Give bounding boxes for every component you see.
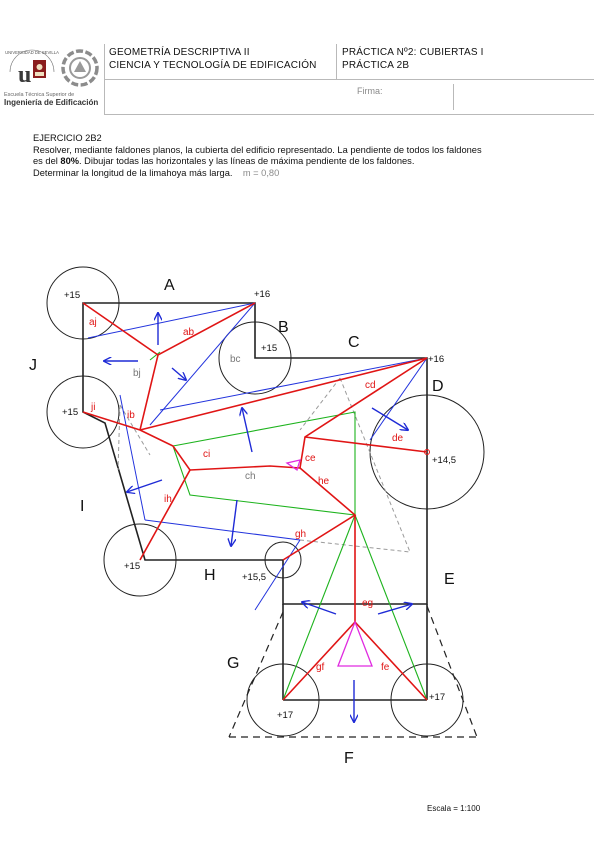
exercise-title: EJERCICIO 2B2: [33, 133, 102, 143]
header-divider: [104, 79, 594, 80]
edge-label: ce: [305, 453, 316, 464]
header-divider: [336, 44, 337, 79]
edge-label: he: [318, 476, 330, 487]
exercise-line2: es del 80%. Dibujar todas las horizontal…: [33, 156, 589, 168]
dashed-extension: [228, 605, 478, 738]
svg-text:u: u: [18, 62, 31, 88]
construction-lines: [117, 377, 411, 553]
edge-label: ji: [90, 402, 95, 413]
facade-letter: G: [227, 655, 239, 672]
height-circle: [390, 663, 464, 737]
height-circle: [218, 321, 292, 395]
edge-label: cd: [365, 380, 376, 391]
height-circle: [246, 663, 320, 737]
facade-letter: J: [29, 357, 37, 374]
exercise-line2-end: . Dibujar todas las horizontales y las l…: [79, 156, 415, 167]
valley-lines: [285, 459, 373, 667]
ridge-hip-lines: [82, 302, 428, 701]
height-circle: [46, 266, 120, 340]
height-circle: [46, 375, 120, 449]
slope-arrow-icon: [127, 479, 163, 492]
slope-arrow-icon: [231, 499, 238, 546]
facade-letter: I: [80, 498, 84, 515]
facade-letter: H: [204, 567, 216, 584]
height-label: +15: [64, 290, 80, 301]
school-name-line1: Escuela Técnica Superior de: [4, 92, 75, 98]
school-name: Escuela Técnica Superior de Ingeniería d…: [4, 92, 98, 107]
edge-label: ih: [164, 494, 172, 505]
facade-letter: E: [444, 571, 455, 588]
signature-label: Firma:: [357, 86, 383, 96]
max-slope-arrows: [104, 313, 412, 722]
height-label: +15: [62, 407, 78, 418]
height-label: +17: [429, 692, 445, 703]
slope-arrow-icon: [242, 408, 253, 453]
facade-letters: A B C D E F G H I J: [29, 277, 455, 767]
edge-label: eg: [362, 598, 373, 609]
edge-label: aj: [89, 317, 97, 328]
logo-lettering: UNIVERSIDAD DE SEVILLA: [5, 50, 59, 55]
slope-note: m = 0,80: [242, 167, 280, 178]
edge-label: fe: [381, 662, 390, 673]
height-circles: [46, 266, 485, 737]
building-outline: [82, 302, 428, 605]
height-labels: +15 +16 +15 +16 +14,5 +15 +15,5 +17 +17 …: [62, 289, 456, 721]
practice-line1: PRÁCTICA Nº2: CUBIERTAS I: [342, 47, 484, 58]
edge-label: gh: [295, 529, 306, 540]
edge-label: ib: [127, 410, 135, 421]
course-line2: CIENCIA Y TECNOLOGÍA DE EDIFICACIÓN: [109, 60, 317, 71]
exercise-line3: Determinar la longitud de la limahoya má…: [33, 168, 589, 180]
slope-arrow-icon: [371, 407, 408, 430]
header-divider: [453, 84, 454, 110]
edge-label: ci: [203, 449, 210, 460]
exercise-line2-start: es del: [33, 156, 61, 167]
apex-point: [424, 449, 430, 455]
slope-percent: 80%: [60, 156, 80, 167]
lower-wing-outline: [282, 604, 428, 701]
facade-letter: F: [344, 750, 354, 767]
practice-title: PRÁCTICA Nº2: CUBIERTAS I PRÁCTICA 2B: [342, 46, 484, 72]
edge-labels: aj ab bc bj cd de ji ib ci ce ch he ih g…: [89, 317, 404, 673]
edge-label: bc: [230, 354, 241, 365]
height-label: +14,5: [432, 455, 456, 466]
edge-label: ab: [183, 327, 195, 338]
facade-letter: C: [348, 334, 360, 351]
height-label: +16: [254, 289, 270, 300]
slope-arrow-icon: [377, 604, 412, 615]
height-label: +15: [124, 561, 140, 572]
edge-label: gf: [316, 662, 325, 673]
facade-letter: D: [432, 378, 444, 395]
height-label: +15: [261, 343, 277, 354]
height-label: +15,5: [242, 572, 266, 583]
header-divider: [104, 114, 594, 115]
facade-letter: A: [164, 277, 175, 294]
exercise-line1: Resolver, mediante faldones planos, la c…: [33, 144, 482, 155]
course-title: GEOMETRÍA DESCRIPTIVA II CIENCIA Y TECNO…: [109, 46, 317, 72]
horizontal-lines: [87, 302, 428, 611]
slope-arrow-icon: [171, 367, 186, 380]
school-emblem-icon: [61, 49, 99, 87]
edge-label: de: [392, 433, 404, 444]
facade-letter: B: [278, 319, 289, 336]
slope-arrow-icon: [302, 602, 337, 615]
exercise-statement: EJERCICIO 2B2 Resolver, mediante faldone…: [33, 133, 589, 179]
school-name-line2: Ingeniería de Edificación: [4, 98, 99, 107]
height-label: +17: [277, 710, 293, 721]
edge-label: bj: [133, 368, 141, 379]
course-line1: GEOMETRÍA DESCRIPTIVA II: [109, 47, 250, 58]
university-logo: UNIVERSIDAD DE SEVILLA u: [5, 49, 59, 88]
height-circle: [264, 541, 302, 579]
exercise-line3-text: Determinar la longitud de la limahoya má…: [33, 167, 233, 178]
practice-line2: PRÁCTICA 2B: [342, 60, 410, 71]
edge-label: ch: [245, 471, 256, 482]
scale-label: Escala = 1:100: [427, 804, 481, 813]
height-circle: [103, 523, 177, 597]
height-label: +16: [428, 354, 444, 365]
